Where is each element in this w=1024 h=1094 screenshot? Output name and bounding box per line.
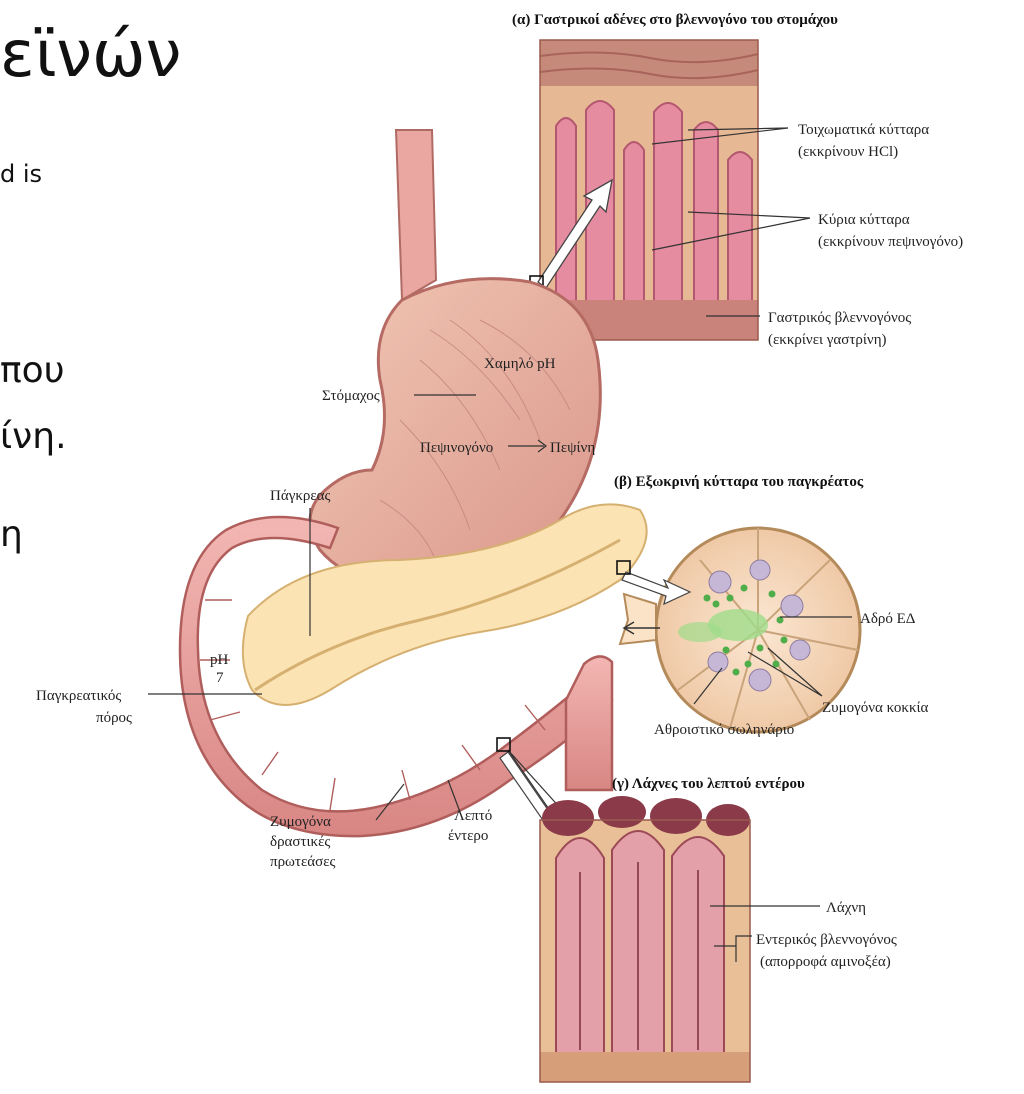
gastric-gland-block [540, 40, 758, 340]
label-villus: Λάχνη [826, 900, 866, 916]
label-small-intestine-2: έντερο [448, 828, 488, 844]
label-pancreatic-duct: Παγκρεατικός [36, 688, 121, 704]
label-ph-value: 7 [216, 670, 224, 686]
panel-a-title: (α) Γαστρικοί αδένες στο βλεννογόνο του … [512, 12, 838, 28]
label-rough-er: Αδρό ΕΔ [860, 611, 916, 627]
label-pepsinogen: Πεψινογόνο [420, 440, 493, 456]
small-intestine [566, 656, 612, 790]
label-low-ph: Χαμηλό pH [484, 356, 556, 372]
label-zymogen-granules: Ζυμογόνα κοκκία [822, 700, 929, 716]
label-gastric-mucosa-note: (εκκρίνει γαστρίνη) [768, 332, 887, 348]
label-pancreatic-duct-2: πόρος [96, 710, 132, 726]
label-proteases-2: δραστικές [270, 834, 330, 850]
label-intestinal-mucosa-note: (απορροφά αμινοξέα) [760, 954, 891, 970]
panel-b-title: (β) Εξωκρινή κύτταρα του παγκρέατος [614, 474, 864, 490]
label-stomach: Στόμαχος [322, 388, 380, 404]
label-chief-cells-note: (εκκρίνουν πεψινογόνο) [818, 234, 963, 250]
label-gastric-mucosa: Γαστρικός βλεννογόνος [768, 310, 911, 326]
label-ph: pH [210, 652, 229, 668]
esophagus [396, 130, 436, 300]
label-proteases-1: Ζυμογόνα [270, 814, 331, 830]
panel-c-title: (γ) Λάχνες του λεπτού εντέρου [612, 776, 805, 792]
label-chief-cells: Κύρια κύτταρα [818, 212, 910, 228]
label-parietal-cells: Τοιχωματικά κύτταρα [798, 122, 929, 138]
label-proteases-3: πρωτεάσες [270, 854, 336, 870]
label-pancreas: Πάγκρεας [270, 488, 331, 504]
label-collecting-duct: Αθροιστικό σωληνάριο [654, 722, 794, 738]
label-pepsin: Πεψίνη [550, 440, 595, 456]
label-intestinal-mucosa: Εντερικός βλεννογόνος [756, 932, 897, 948]
label-small-intestine: Λεπτό [454, 808, 492, 824]
label-parietal-cells-note: (εκκρίνουν HCl) [798, 144, 898, 160]
villi-block [540, 796, 750, 1082]
acinus-duct [620, 594, 656, 644]
